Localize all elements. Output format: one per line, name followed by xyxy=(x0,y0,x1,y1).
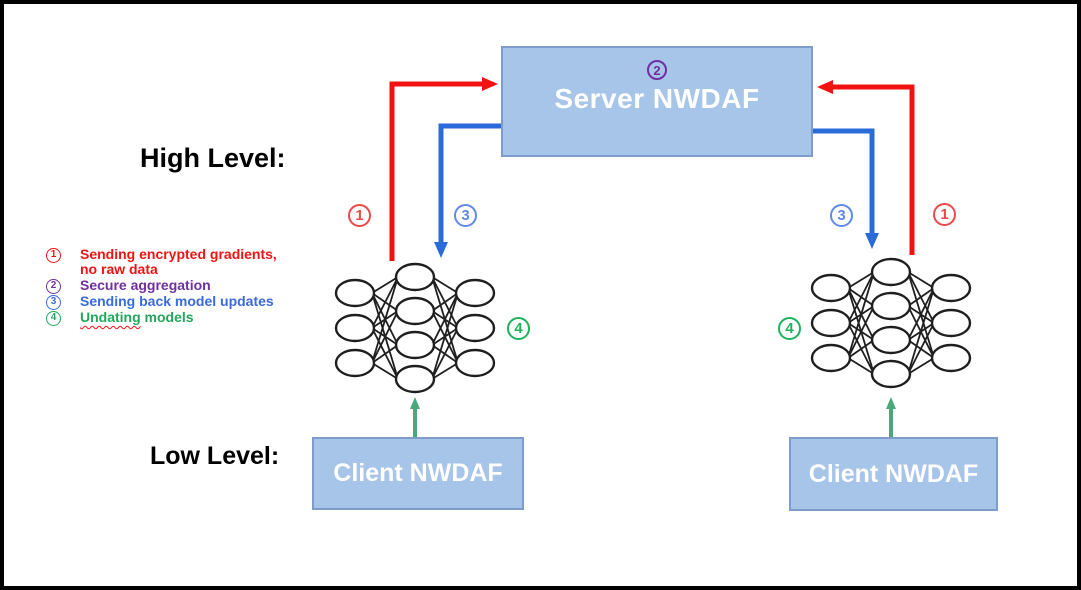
nn-edge xyxy=(907,322,935,375)
nn-edge xyxy=(847,271,875,359)
nn-node xyxy=(394,364,436,394)
nn-node xyxy=(454,348,496,378)
nn-edge xyxy=(847,339,875,359)
nn-node xyxy=(810,343,852,373)
nn-node xyxy=(810,308,852,338)
client-nwdaf-box-left: Client NWDAF xyxy=(312,437,524,510)
nn-edge xyxy=(847,271,875,324)
left-neural-network xyxy=(334,262,496,394)
legend-item-1: 1 Sending encrypted gradients, no raw da… xyxy=(46,247,277,277)
flow-label-1-left: 1 xyxy=(348,204,371,227)
nn-node xyxy=(870,325,912,355)
step-2-badge: 2 xyxy=(647,60,667,80)
flow-label-4-right: 4 xyxy=(778,317,801,340)
nn-node xyxy=(930,343,972,373)
flow-label-3-left: 3 xyxy=(454,204,477,227)
right-red-gradient-arrow xyxy=(817,80,915,255)
nn-edge xyxy=(431,292,459,380)
left-blue-update-arrow xyxy=(434,123,501,258)
nn-edge xyxy=(907,287,935,307)
legend-num-2: 2 xyxy=(46,278,61,294)
legend: 1 Sending encrypted gradients, no raw da… xyxy=(46,247,277,326)
legend-item-4: 4 Undating models xyxy=(46,309,277,326)
nn-edge xyxy=(847,305,875,359)
nn-edge xyxy=(907,287,935,375)
nn-edge xyxy=(907,357,935,375)
legend-text-4: Undating models xyxy=(80,309,194,325)
nn-edge xyxy=(371,276,399,329)
nn-edge xyxy=(371,276,399,294)
nn-edge xyxy=(847,357,875,375)
nn-edge xyxy=(431,327,459,380)
nn-node xyxy=(870,359,912,389)
legend-text-3: Sending back model updates xyxy=(80,293,274,309)
nn-edge xyxy=(431,276,459,294)
low-level-label: Low Level: xyxy=(150,442,280,470)
legend-num-4: 4 xyxy=(46,310,61,326)
misspelled-word: Undating xyxy=(80,309,141,325)
legend-text-2: Secure aggregation xyxy=(80,277,211,293)
client-nwdaf-box-right: Client NWDAF xyxy=(789,437,998,511)
nn-node xyxy=(870,257,912,287)
legend-item-2: 2 Secure aggregation xyxy=(46,277,277,294)
flow-label-1-right: 1 xyxy=(933,203,956,226)
legend-item-3: 3 Sending back model updates xyxy=(46,293,277,310)
nn-edge xyxy=(371,276,399,364)
nn-node xyxy=(394,262,436,292)
nn-edge xyxy=(847,271,875,289)
server-nwdaf-box: 2 Server NWDAF xyxy=(501,46,813,157)
nn-node xyxy=(334,348,376,378)
nn-edge xyxy=(907,287,935,341)
client-nwdaf-title-right: Client NWDAF xyxy=(808,459,979,488)
nn-edge xyxy=(431,292,459,346)
high-level-label: High Level: xyxy=(140,143,286,173)
nn-edge xyxy=(431,292,459,312)
flow-label-4-left: 4 xyxy=(507,317,530,340)
client-nwdaf-title-left: Client NWDAF xyxy=(333,459,503,487)
left-red-gradient-arrow xyxy=(389,77,498,261)
legend-num-1: 1 xyxy=(46,247,61,263)
nn-edge xyxy=(431,362,459,380)
nn-edge xyxy=(371,362,399,380)
nn-node xyxy=(394,330,436,360)
nn-node xyxy=(454,278,496,308)
nn-node xyxy=(454,313,496,343)
nn-node xyxy=(930,308,972,338)
right-neural-network xyxy=(810,257,972,389)
nn-node xyxy=(930,273,972,303)
nn-node xyxy=(810,273,852,303)
nn-node xyxy=(334,278,376,308)
flow-label-3-right: 3 xyxy=(830,204,853,227)
right-blue-update-arrow xyxy=(813,128,879,249)
server-nwdaf-title: Server NWDAF xyxy=(554,83,760,114)
arrows-and-networks-layer xyxy=(334,77,972,437)
nn-edge xyxy=(907,271,935,289)
nn-node xyxy=(394,296,436,326)
nn-edge xyxy=(371,344,399,364)
legend-num-3: 3 xyxy=(46,294,61,310)
nn-node xyxy=(870,291,912,321)
legend-text-1: Sending encrypted gradients, no raw data xyxy=(80,246,277,277)
nn-node xyxy=(334,313,376,343)
nn-edge xyxy=(371,310,399,364)
